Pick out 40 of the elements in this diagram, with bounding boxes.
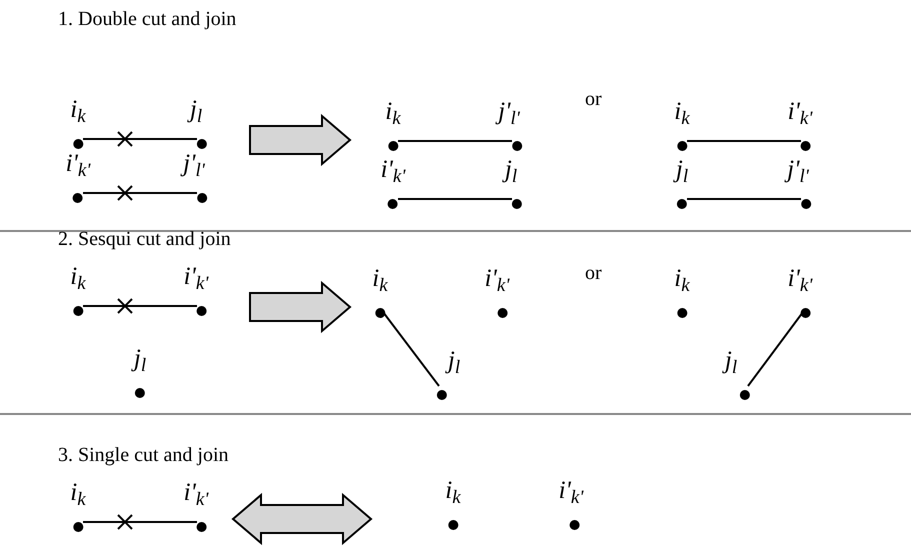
vertex-label: i$_{k}$: [372, 265, 388, 298]
vertex-label: i'$_{k'}$: [66, 150, 90, 183]
vertex-label: j'$_{l'}$: [498, 98, 520, 133]
vertex-label: i$_{k}$: [70, 96, 86, 129]
connector-line: [398, 198, 512, 200]
connector-line: [382, 311, 440, 387]
connector-line: [83, 138, 197, 140]
vertex-label: j$_{l}$: [448, 347, 460, 382]
vertex-label: i'$_{k'}$: [788, 265, 812, 298]
vertex-label: i'$_{k'}$: [380, 156, 406, 189]
vertex-label: i$_{k}$: [385, 98, 401, 131]
connector-line: [83, 305, 197, 307]
text-label: 1. Double cut and join: [58, 8, 236, 31]
connector-line: [747, 311, 804, 387]
text-label: 3. Single cut and join: [58, 444, 229, 467]
vertex-label: i$_{k}$: [674, 98, 690, 131]
vertex-label: i'$_{k'}$: [788, 98, 812, 131]
text-label: or: [585, 88, 602, 111]
vertex-label: i$_{k}$: [70, 479, 86, 512]
vertex-label: j$_{l}$: [724, 347, 738, 382]
vertex-label: j$_{l}$: [134, 345, 146, 380]
vertex-label: i'$_{k'}$: [184, 263, 208, 296]
vertex-label: j$_{l}$: [190, 96, 202, 131]
vertex-label: i'$_{k'}$: [484, 265, 510, 298]
vertex-label: i$_{k}$: [445, 477, 461, 510]
connector-line: [83, 521, 197, 523]
text-label: 2. Sesqui cut and join: [58, 228, 231, 251]
vertex-label: i$_{k}$: [674, 265, 690, 298]
connector-line: [83, 192, 197, 194]
vertex-label: j'$_{l'}$: [787, 156, 809, 191]
connector-line: [398, 140, 512, 142]
vertex-label: i'$_{k'}$: [184, 479, 208, 512]
vertex-label: j$_{l}$: [676, 156, 688, 191]
vertex-label: j'$_{l'}$: [183, 150, 205, 185]
connector-line: [687, 198, 801, 200]
vertex-label: i'$_{k'}$: [558, 477, 584, 510]
connector-line: [687, 140, 801, 142]
vertex-label: i$_{k}$: [70, 263, 86, 296]
text-label: or: [585, 262, 602, 285]
vertex-label: j$_{l}$: [504, 156, 518, 191]
